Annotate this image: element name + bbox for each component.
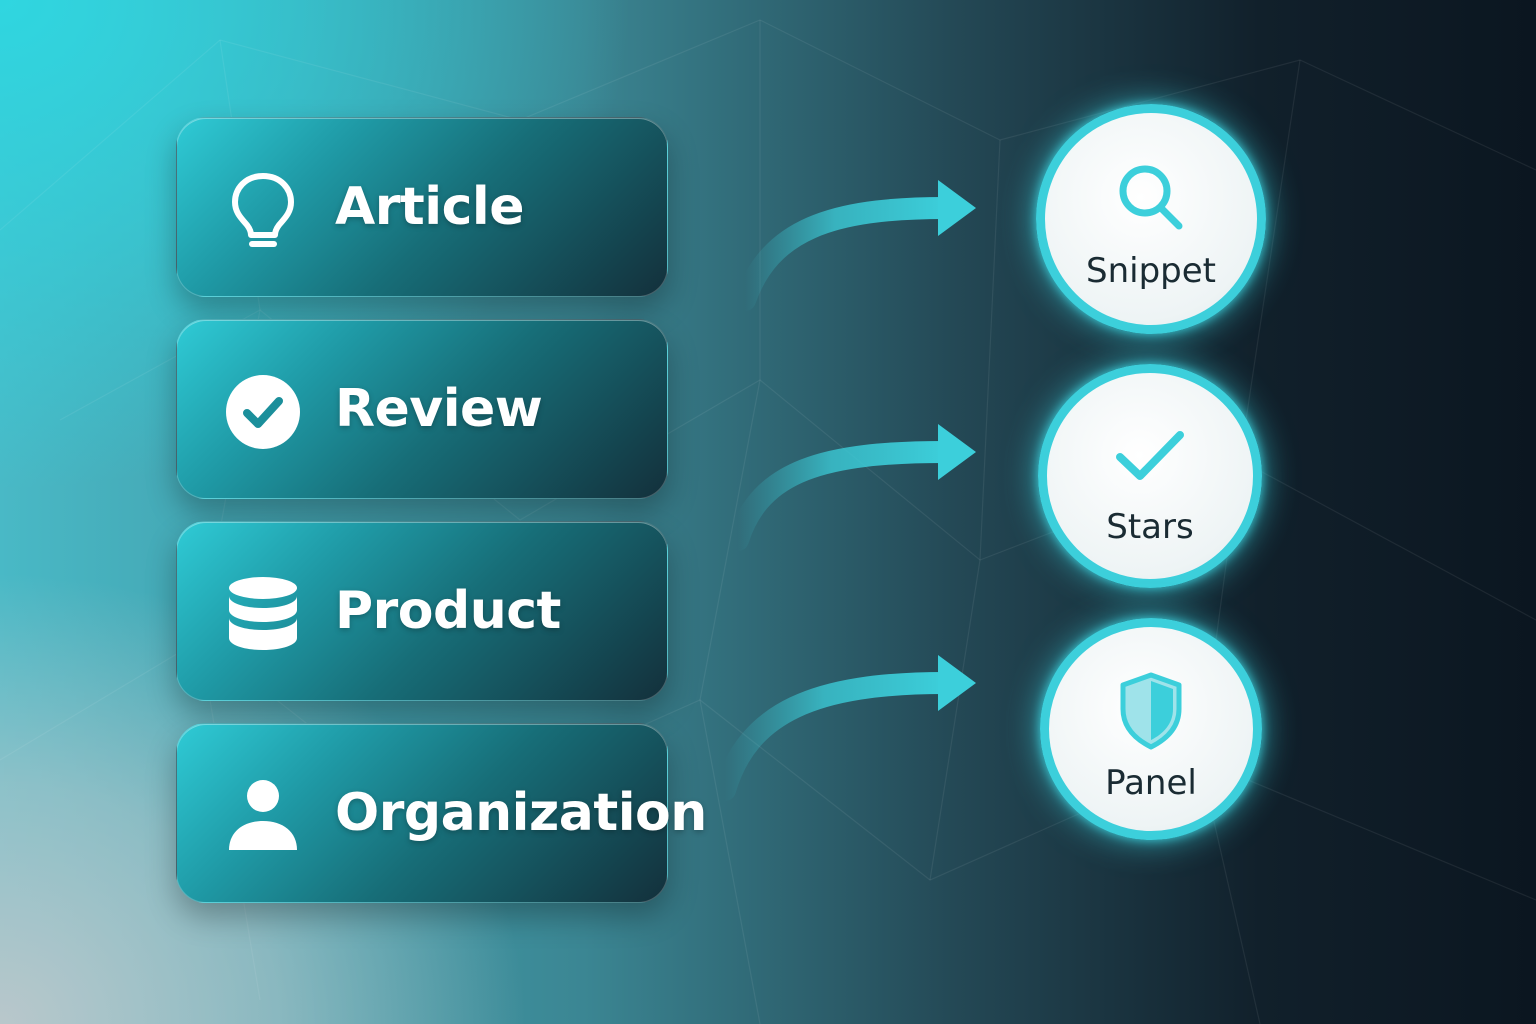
- target-label: Snippet: [1086, 251, 1216, 291]
- source-label: Product: [335, 581, 561, 641]
- arrow-organization-to-panel: [714, 655, 976, 801]
- lightbulb-icon: [221, 168, 305, 252]
- source-card-review: Review: [176, 319, 668, 499]
- checkmark-icon: [1108, 413, 1192, 497]
- target-label: Stars: [1106, 507, 1194, 547]
- arrow-article-to-snippet: [734, 180, 976, 311]
- target-circle-stars: Stars: [1038, 364, 1262, 588]
- target-label: Panel: [1105, 763, 1197, 803]
- check-circle-icon: [221, 370, 305, 454]
- source-label: Review: [335, 379, 543, 439]
- person-icon: [221, 774, 305, 858]
- source-label: Article: [335, 177, 525, 237]
- source-label: Organization: [335, 783, 707, 843]
- target-circle-panel: Panel: [1040, 618, 1262, 840]
- source-card-organization: Organization: [176, 723, 707, 903]
- source-card-product: Product: [176, 521, 668, 701]
- search-icon: [1109, 157, 1193, 241]
- source-card-article: Article: [176, 117, 668, 297]
- database-icon: [221, 572, 305, 656]
- arrow-review-to-stars: [727, 424, 976, 551]
- target-circle-snippet: Snippet: [1036, 104, 1266, 334]
- shield-icon: [1109, 669, 1193, 753]
